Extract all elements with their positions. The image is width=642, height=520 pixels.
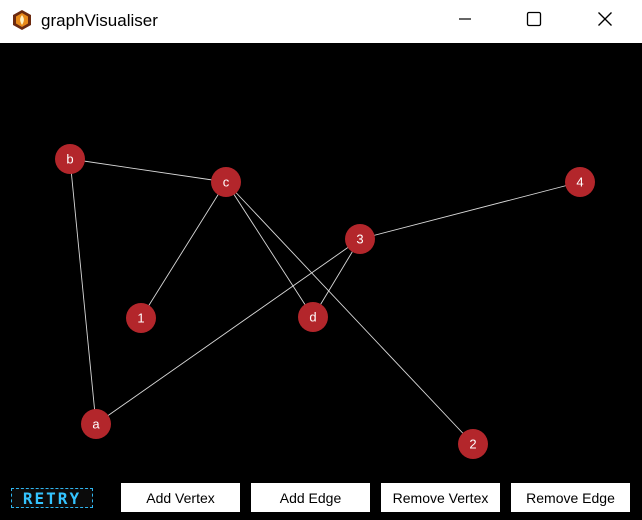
vertex-label-4: 4 (576, 175, 583, 190)
vertex-label-3: 3 (356, 232, 363, 247)
retry-button[interactable]: RETRY (11, 488, 93, 508)
minimize-icon (458, 12, 472, 31)
edge-c-1[interactable] (140, 181, 227, 319)
vertex-node-b[interactable] (55, 144, 85, 174)
vertex-d[interactable]: d (298, 302, 328, 332)
title-bar[interactable]: graphVisualiser (0, 0, 642, 43)
add-edge-button[interactable]: Add Edge (251, 483, 370, 512)
vertex-3[interactable]: 3 (345, 224, 375, 254)
graph-drawing[interactable]: b c 4 3 1 d a 2 (0, 43, 642, 520)
maximize-button[interactable] (502, 0, 566, 43)
vertex-node-1[interactable] (126, 303, 156, 333)
maximize-icon (526, 11, 542, 32)
vertex-label-c: c (223, 175, 230, 190)
vertex-2[interactable]: 2 (458, 429, 488, 459)
edge-c-2[interactable] (225, 181, 474, 445)
edge-b-c[interactable] (69, 158, 227, 183)
vertex-4[interactable]: 4 (565, 167, 595, 197)
vertex-node-a[interactable] (81, 409, 111, 439)
remove-edge-button[interactable]: Remove Edge (511, 483, 630, 512)
edge-3-4[interactable] (359, 181, 581, 240)
vertex-node-c[interactable] (211, 167, 241, 197)
vertex-label-d: d (309, 310, 316, 325)
vertex-node-d[interactable] (298, 302, 328, 332)
vertex-label-a: a (92, 417, 100, 432)
close-icon (597, 11, 613, 32)
vertex-c[interactable]: c (211, 167, 241, 197)
edge-b-a[interactable] (69, 158, 97, 425)
vertex-node-2[interactable] (458, 429, 488, 459)
vertex-label-1: 1 (137, 311, 144, 326)
vertex-label-2: 2 (469, 437, 476, 452)
app-logo-icon (11, 9, 33, 31)
vertices-layer: b c 4 3 1 d a 2 (55, 144, 595, 459)
vertex-1[interactable]: 1 (126, 303, 156, 333)
edges-layer (69, 158, 581, 445)
graph-canvas[interactable]: b c 4 3 1 d a 2 (0, 43, 642, 520)
minimize-button[interactable] (433, 0, 497, 43)
vertex-label-b: b (66, 152, 73, 167)
window-title: graphVisualiser (41, 11, 158, 30)
edge-3-d[interactable] (312, 238, 361, 318)
vertex-node-4[interactable] (565, 167, 595, 197)
remove-vertex-button[interactable]: Remove Vertex (381, 483, 500, 512)
edge-3-a[interactable] (95, 238, 361, 425)
vertex-node-3[interactable] (345, 224, 375, 254)
close-button[interactable] (573, 0, 637, 43)
edge-c-d[interactable] (225, 181, 314, 318)
vertex-a[interactable]: a (81, 409, 111, 439)
vertex-b[interactable]: b (55, 144, 85, 174)
add-vertex-button[interactable]: Add Vertex (121, 483, 240, 512)
